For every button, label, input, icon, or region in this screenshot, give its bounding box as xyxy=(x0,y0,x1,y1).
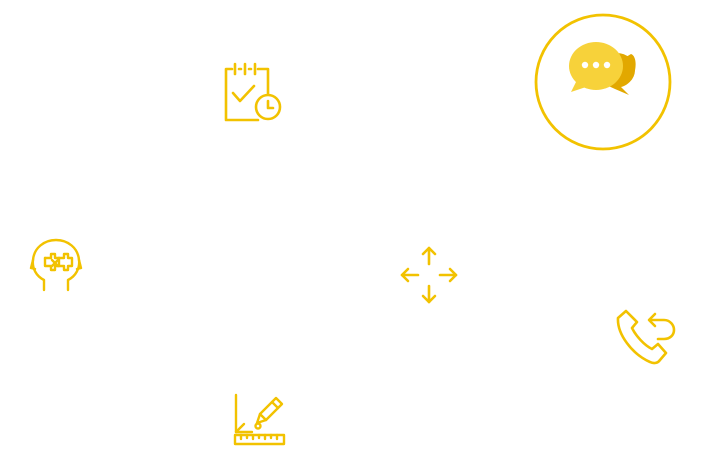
clipboard-clock-icon[interactable] xyxy=(218,60,286,126)
move-arrows-icon[interactable] xyxy=(398,244,460,306)
head-gears-icon[interactable] xyxy=(28,236,84,294)
ruler-pencil-icon[interactable] xyxy=(230,392,288,448)
chat-bubbles-icon[interactable] xyxy=(533,12,673,152)
phone-callback-icon[interactable] xyxy=(614,306,680,366)
